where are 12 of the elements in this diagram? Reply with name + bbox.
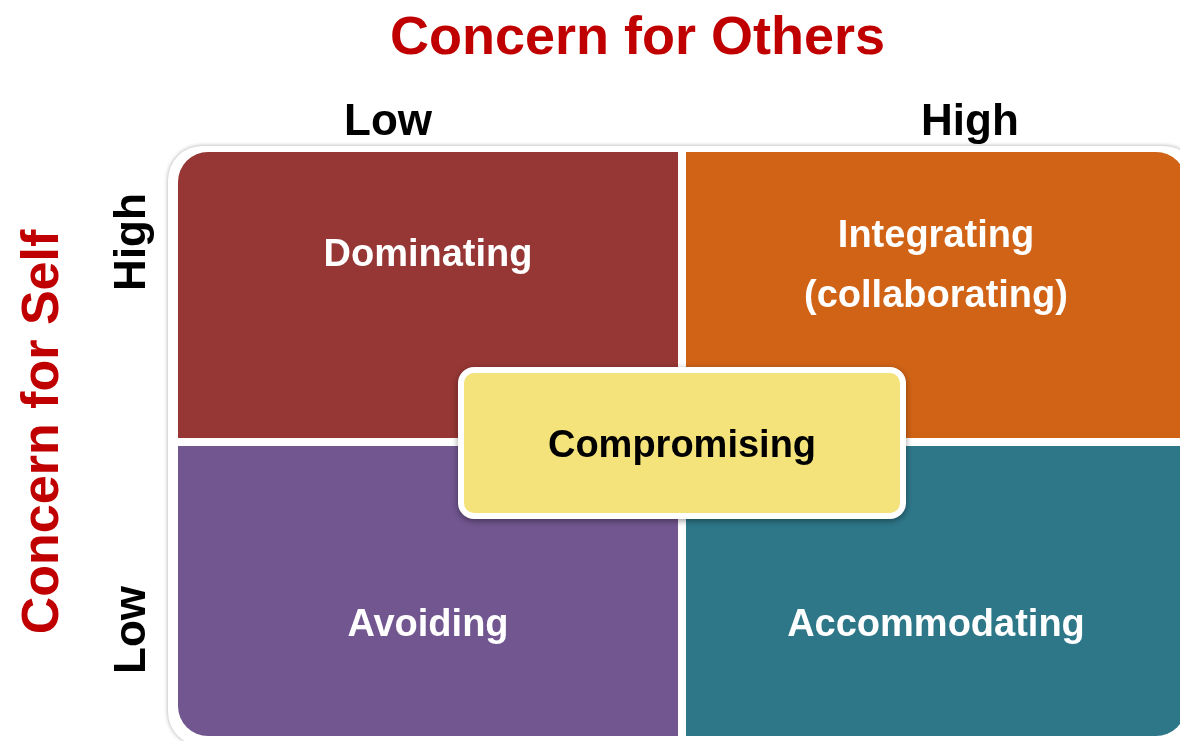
center-box	[458, 367, 906, 519]
box-label: Compromising	[547, 423, 817, 466]
axis-title: Concern for Self	[9, 229, 70, 635]
axis-title: Concern for Others	[390, 4, 886, 66]
quadrant-label: Integrating (collaborating)	[803, 212, 1069, 317]
axis-level-label: Low	[105, 586, 155, 674]
quadrant-label: Avoiding	[347, 602, 509, 645]
quadrant-label: Accommodating	[787, 602, 1085, 645]
axis-level-label: High	[104, 193, 155, 291]
axis-level-label: High	[921, 95, 1019, 145]
quadrant-label: Dominating	[323, 232, 533, 275]
axis-level-label: Low	[344, 95, 432, 145]
